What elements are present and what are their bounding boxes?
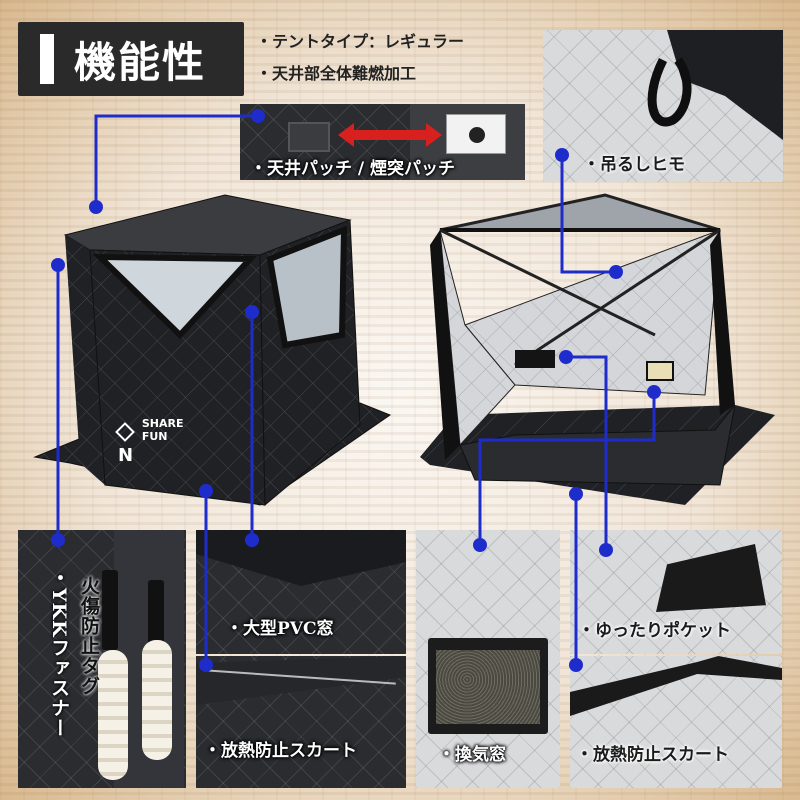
rope-tag-right	[142, 640, 172, 760]
brand-logo: SHARE FUN N	[115, 417, 198, 465]
skirt-right-label: ・放熱防止スカート	[576, 745, 729, 765]
ceiling-patch-square	[288, 122, 330, 152]
zipper-pull-right	[148, 580, 164, 650]
ykk-fastener-label: ・YKKファスナー	[48, 568, 70, 738]
vent-window-photo: ・換気窓	[416, 530, 560, 788]
pvc-window-label: ・大型PVC窓	[226, 619, 334, 639]
skirt-left-label: ・放熱防止スカート	[204, 741, 357, 761]
burn-tag-label: 火傷防止タグ	[78, 576, 100, 696]
ceiling-patch-label: ・天井パッチ / 煙突パッチ	[250, 159, 456, 179]
pvc-window-photo: ・大型PVC窓	[196, 530, 406, 654]
logo-text-n: N	[118, 445, 134, 466]
skirt-left-photo: ・放熱防止スカート	[196, 656, 406, 788]
vent-frame	[428, 638, 548, 734]
pocket-shape	[656, 544, 766, 612]
tent-exterior-photo: SHARE FUN N	[30, 185, 400, 515]
page-title: 機能性	[74, 37, 207, 87]
double-arrow-icon	[338, 123, 442, 147]
logo-text-share: SHARE	[141, 417, 184, 430]
header-accent-bar	[40, 34, 54, 84]
vent-mesh	[436, 650, 540, 724]
spec-tent-type: ・テントタイプ：レギュラー	[256, 32, 465, 51]
tent-interior-photo	[415, 185, 785, 515]
cube-logo-icon	[115, 422, 135, 442]
ceiling-patch-photo: ・天井パッチ / 煙突パッチ	[240, 104, 525, 180]
pocket-label: ・ゆったりポケット	[578, 621, 731, 641]
spec-flame-retardant: ・天井部全体難燃加工	[256, 64, 417, 83]
header-badge: 機能性	[18, 22, 244, 96]
chimney-patch	[446, 114, 506, 154]
rope-tag-left	[98, 650, 128, 780]
vent-window-label: ・換気窓	[438, 745, 506, 765]
hanging-strap-label: ・吊るしヒモ	[583, 155, 685, 175]
hanging-strap-photo: ・吊るしヒモ	[543, 30, 783, 182]
logo-text-fun: FUN	[141, 430, 168, 443]
ykk-fastener-photo: ・YKKファスナー 火傷防止タグ	[18, 530, 186, 788]
strap-loop	[647, 57, 692, 127]
zipper-pull-left	[102, 570, 118, 650]
skirt-right-photo: ・放熱防止スカート	[570, 656, 782, 788]
pocket-photo: ・ゆったりポケット	[570, 530, 782, 654]
